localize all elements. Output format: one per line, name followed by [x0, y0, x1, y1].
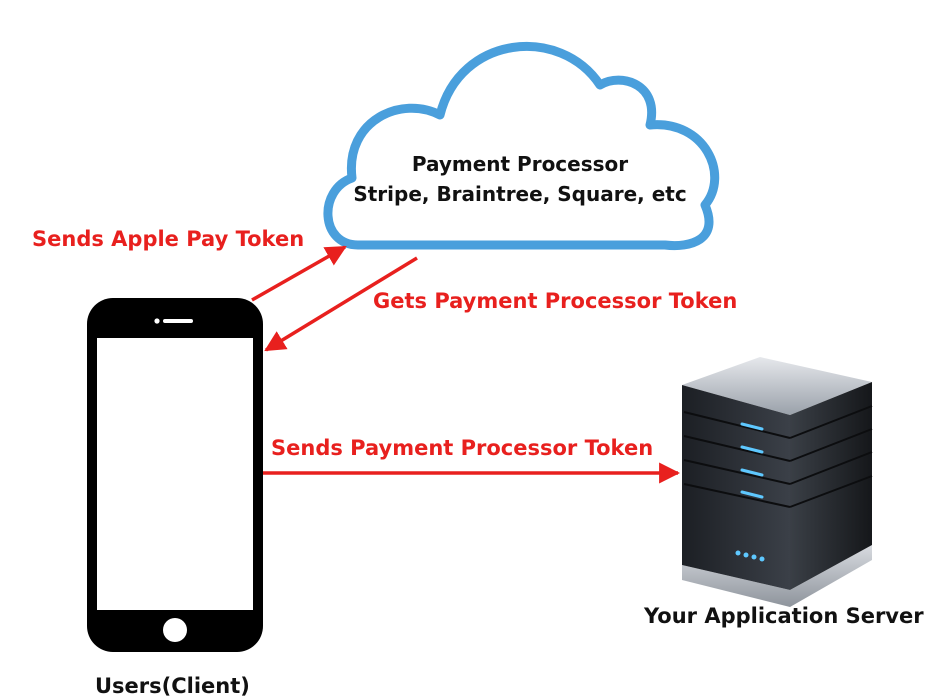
label-gets-processor-token: Gets Payment Processor Token	[373, 289, 738, 313]
smartphone-icon	[87, 298, 263, 652]
server-icon	[682, 357, 873, 607]
label-apple-pay-token: Sends Apple Pay Token	[32, 227, 305, 251]
label-sends-processor-token: Sends Payment Processor Token	[271, 436, 654, 460]
arrow-gets-processor-token	[264, 256, 418, 352]
label-client: Users(Client)	[95, 674, 250, 698]
label-server: Your Application Server	[644, 604, 924, 628]
cloud-icon	[323, 41, 720, 251]
cloud-title: Payment Processor	[411, 152, 629, 176]
cloud-subtitle: Stripe, Braintree, Square, etc	[353, 182, 687, 206]
arrow-apple-pay-token	[251, 245, 347, 302]
